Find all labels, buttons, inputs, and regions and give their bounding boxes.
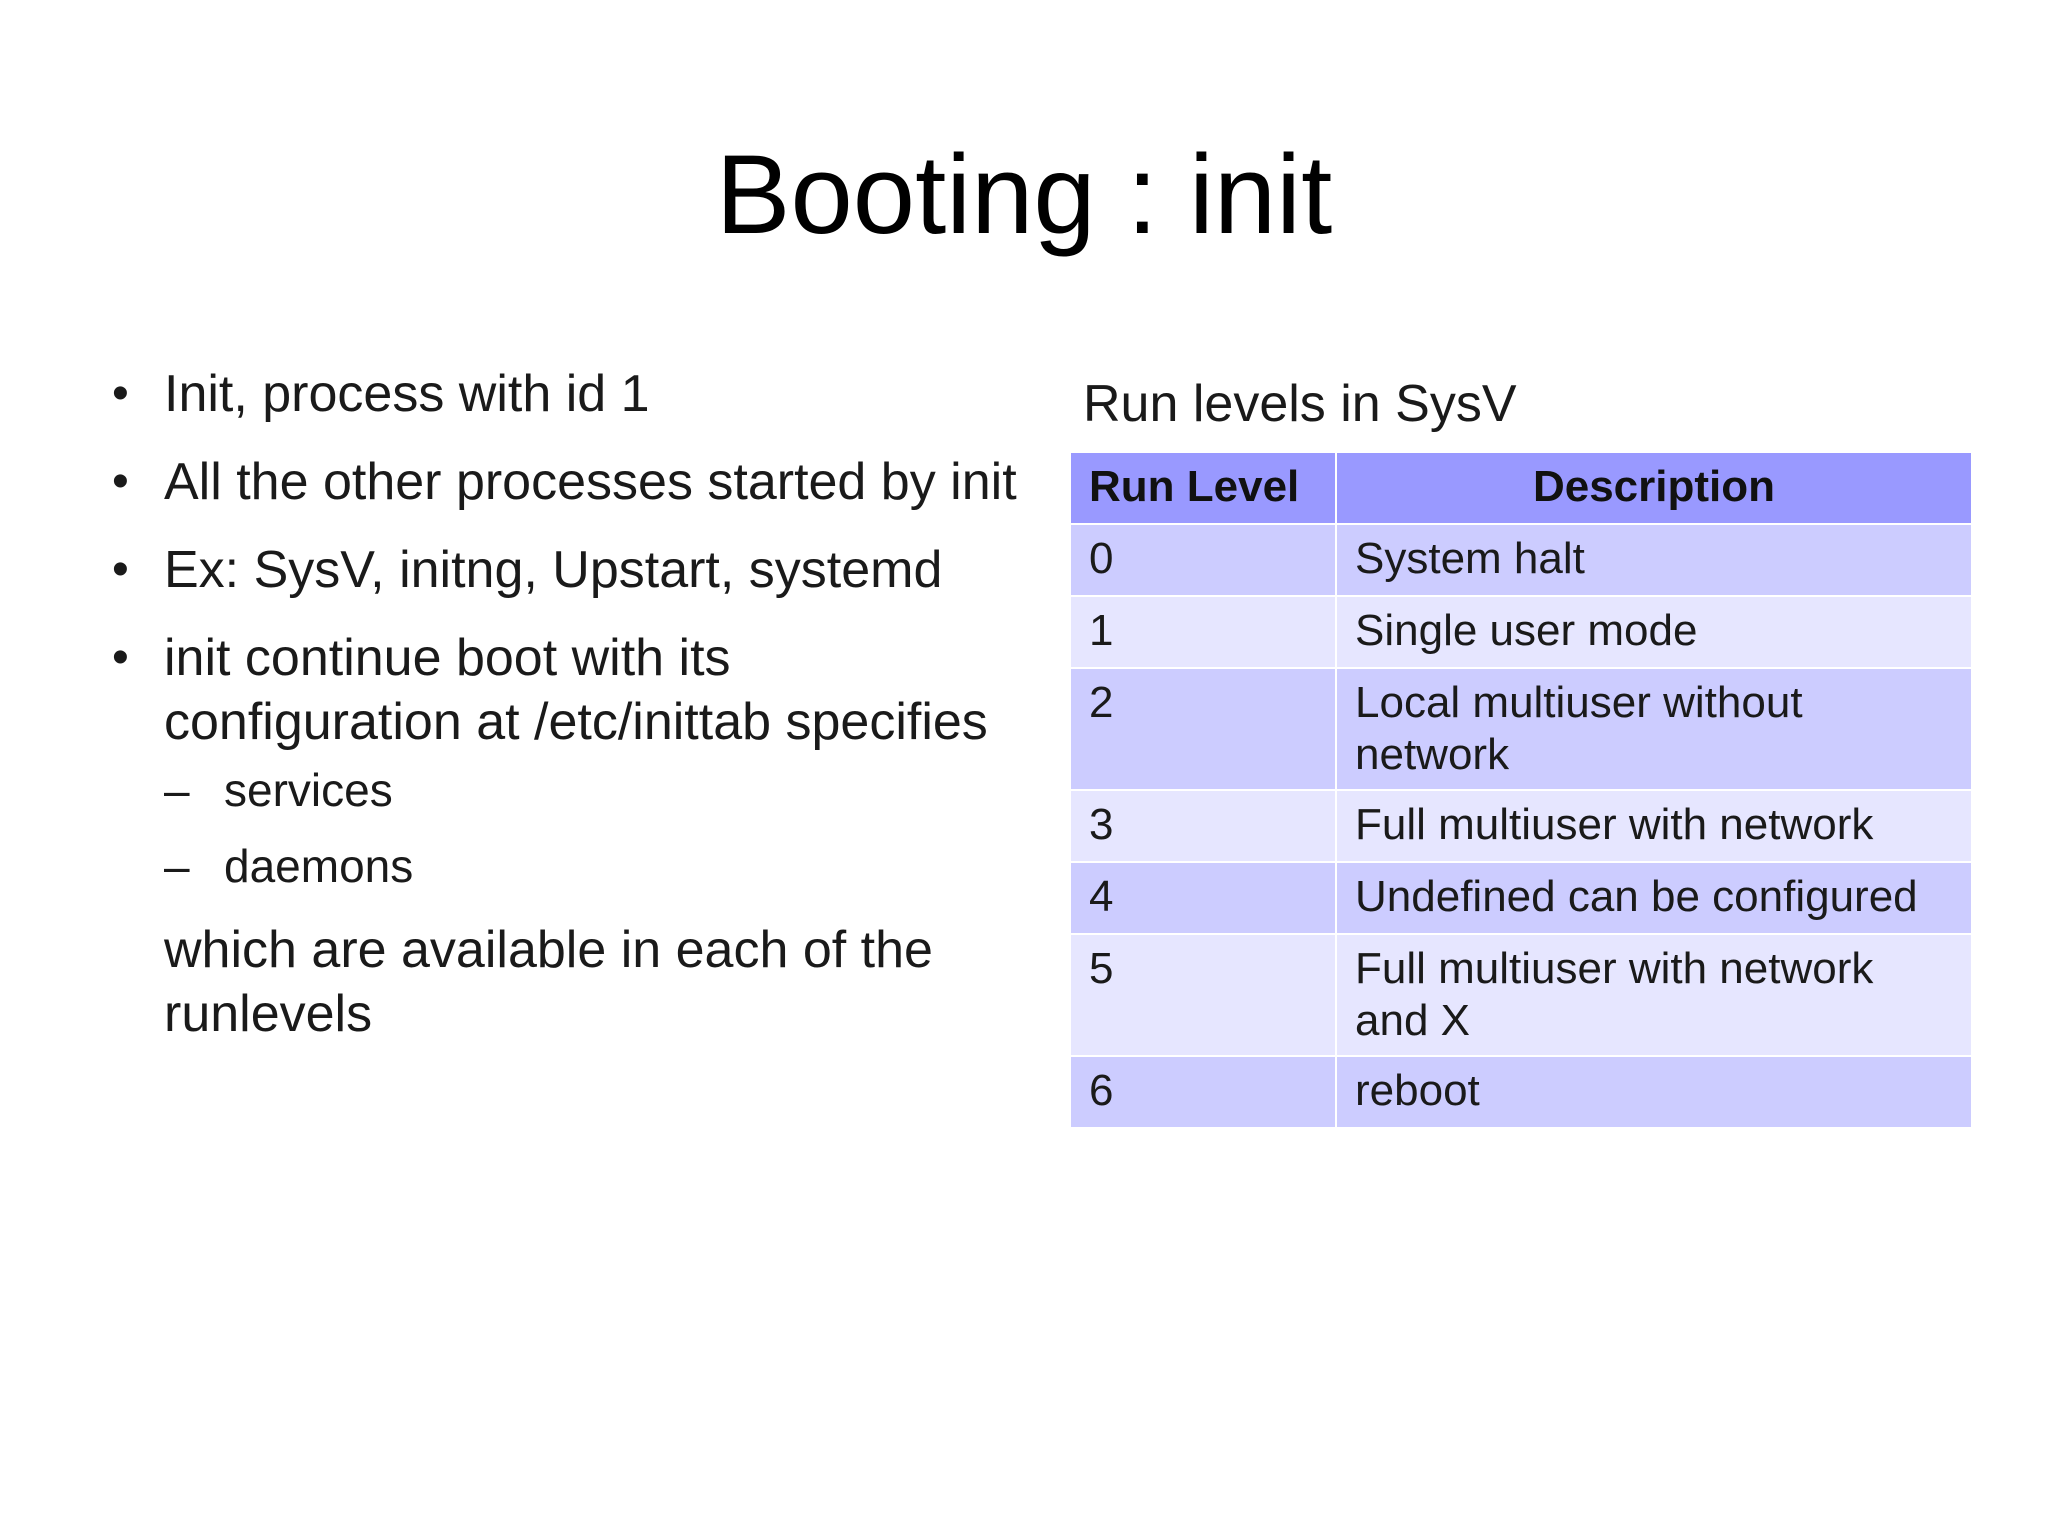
bullet-text: Ex: SysV, initng, Upstart, systemd <box>164 541 943 599</box>
run-level-cell: 6 <box>1069 1055 1337 1129</box>
bullet-item: • Init, process with id 1 <box>112 362 1032 426</box>
description-cell: Full multiuser with network <box>1335 789 1973 863</box>
table-row: 0 System halt <box>1069 523 1973 597</box>
bullet-list: • Init, process with id 1 • All the othe… <box>112 362 1032 1046</box>
sub-bullet-marker: – <box>164 840 190 892</box>
description-cell: reboot <box>1335 1055 1973 1129</box>
description-cell: Undefined can be configured <box>1335 861 1973 935</box>
run-level-cell: 3 <box>1069 789 1337 863</box>
run-level-cell: 0 <box>1069 523 1337 597</box>
bullet-marker: • <box>112 367 129 420</box>
sub-bullet-item: – daemons <box>164 838 1032 894</box>
bullet-item: • All the other processes started by ini… <box>112 450 1032 514</box>
run-level-cell: 1 <box>1069 595 1337 669</box>
column-header-run-level: Run Level <box>1069 451 1337 525</box>
table-header-row: Run Level Description <box>1069 451 1973 525</box>
description-cell: System halt <box>1335 523 1973 597</box>
bullet-text: Init, process with id 1 <box>164 365 650 423</box>
run-level-cell: 2 <box>1069 667 1337 791</box>
table-row: 4 Undefined can be configured <box>1069 861 1973 935</box>
bullet-text: init continue boot with its configuratio… <box>164 629 988 751</box>
run-level-cell: 4 <box>1069 861 1337 935</box>
slide-title: Booting : init <box>715 132 1333 257</box>
sub-bullet-text: services <box>224 764 393 816</box>
sub-bullet-list: – services – daemons <box>164 762 1032 894</box>
bullet-item: • init continue boot with its configurat… <box>112 626 1032 894</box>
sub-bullet-marker: – <box>164 764 190 816</box>
table-row: 3 Full multiuser with network <box>1069 789 1973 863</box>
sub-bullet-item: – services <box>164 762 1032 818</box>
table-row: 6 reboot <box>1069 1055 1973 1129</box>
bullet-marker: • <box>112 631 129 684</box>
bullet-marker: • <box>112 455 129 508</box>
run-level-cell: 5 <box>1069 933 1337 1057</box>
table-row: 2 Local multiuser without network <box>1069 667 1973 791</box>
description-cell: Full multiuser with network and X <box>1335 933 1973 1057</box>
runlevels-table: Run Level Description 0 System halt 1 Si… <box>1069 451 1973 1129</box>
bullet-item: • Ex: SysV, initng, Upstart, systemd <box>112 538 1032 602</box>
column-header-description: Description <box>1335 451 1973 525</box>
bullet-continuation-text: which are available in each of the runle… <box>164 921 933 1043</box>
table-row: 5 Full multiuser with network and X <box>1069 933 1973 1057</box>
description-cell: Single user mode <box>1335 595 1973 669</box>
bullet-text: All the other processes started by init <box>164 453 1017 511</box>
sub-bullet-text: daemons <box>224 840 414 892</box>
table-caption: Run levels in SysV <box>1083 375 1517 433</box>
bullet-marker: • <box>112 543 129 596</box>
table-row: 1 Single user mode <box>1069 595 1973 669</box>
description-cell: Local multiuser without network <box>1335 667 1973 791</box>
